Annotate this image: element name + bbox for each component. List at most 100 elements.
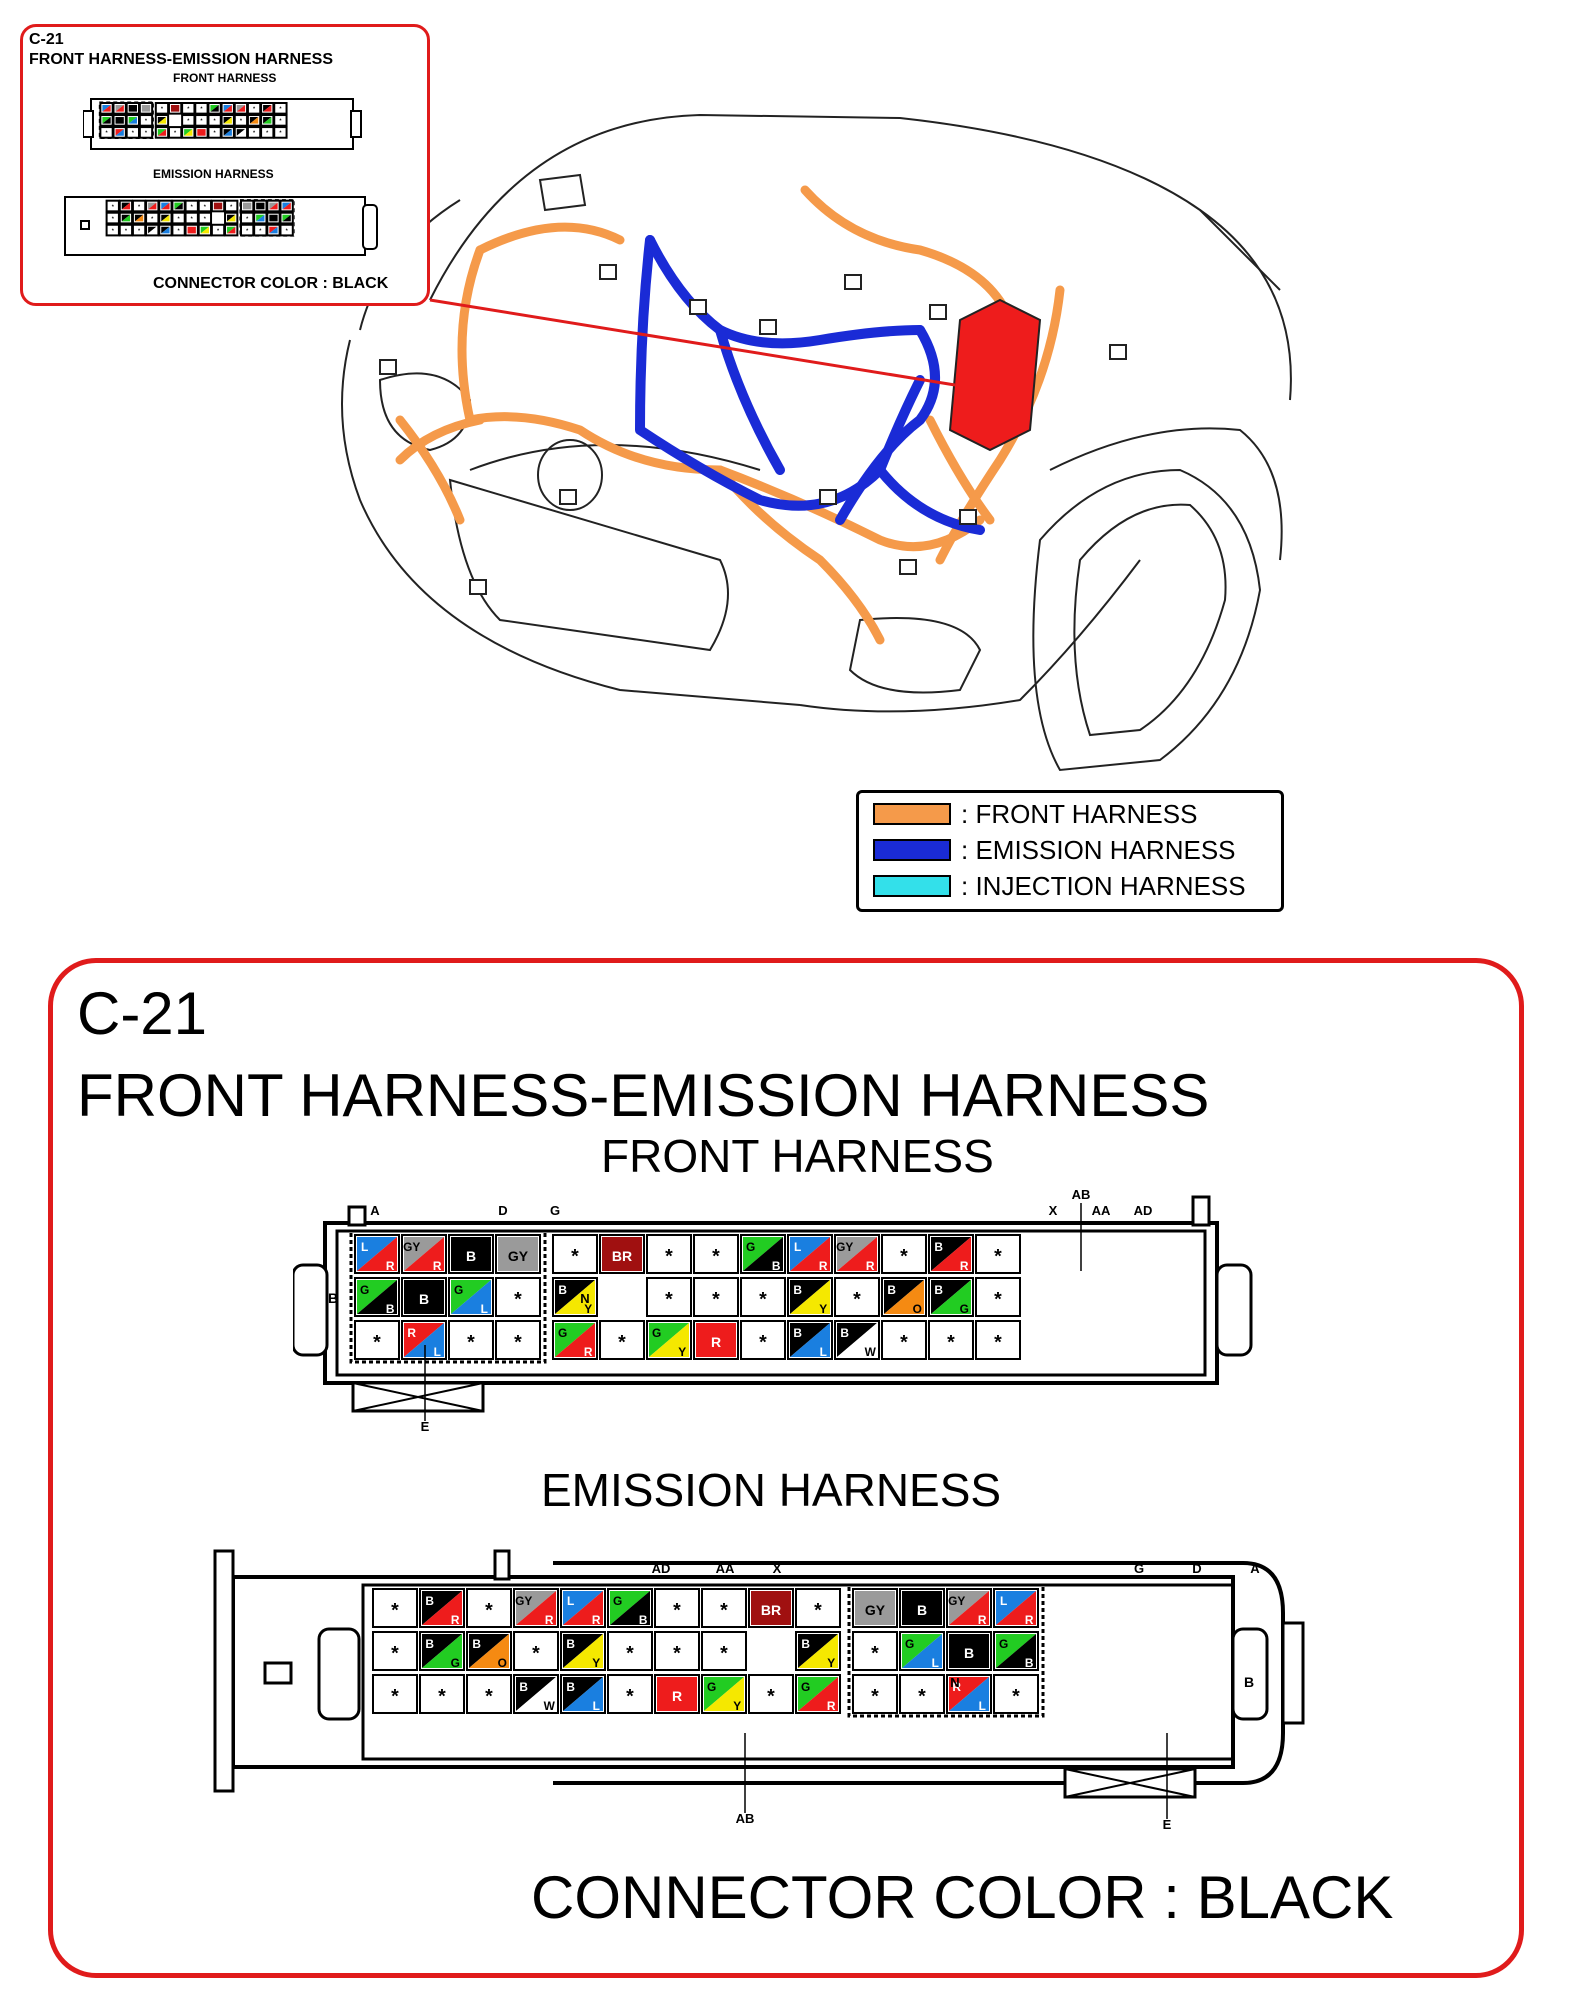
terminal-cell: *: [279, 223, 294, 237]
thumb-connector-color: CONNECTOR COLOR : BLACK: [153, 275, 389, 292]
terminal-fill-stripe: [227, 226, 236, 234]
terminal-cell: *: [207, 126, 222, 139]
terminal-frame: [448, 1320, 494, 1360]
terminal-frame: [975, 1234, 1021, 1274]
terminal-frame: [279, 223, 294, 237]
pin-label-top: G: [1134, 1561, 1144, 1576]
terminal-fill-stripe: [563, 1634, 603, 1668]
terminal-cell: GYR: [834, 1234, 880, 1274]
terminal-cell: *: [105, 199, 120, 213]
terminal-cell: *: [181, 114, 196, 127]
terminal-fill: [498, 1237, 538, 1271]
terminal-cell: GR: [795, 1674, 841, 1714]
terminal-cell: [184, 223, 199, 237]
terminal-frame: [899, 1674, 945, 1714]
terminal-blank-mark: *: [200, 119, 203, 125]
terminal-cell: *: [184, 211, 199, 225]
terminal-cell: GY: [701, 1674, 747, 1714]
terminal-fill-primary: [200, 226, 210, 234]
terminal-fill-stripe: [161, 202, 170, 210]
terminal-fill-stripe: [115, 105, 124, 112]
terminal-cell: [233, 102, 249, 115]
terminal-blank-mark: *: [665, 1245, 673, 1267]
terminal-cell: GB: [607, 1588, 653, 1628]
terminal-fill-stripe: [422, 1634, 462, 1668]
terminal-cell: [220, 126, 235, 139]
terminal-fill-stripe: [743, 1237, 783, 1271]
terminal-frame: [273, 114, 288, 127]
terminal-cell: [118, 211, 134, 225]
terminal-blank-mark: *: [391, 1642, 399, 1664]
terminal-frame: [701, 1588, 747, 1628]
terminal-frame: [552, 1234, 598, 1274]
terminal-cell: [279, 199, 294, 213]
terminal-stripe-code: L: [979, 1699, 986, 1713]
terminal-fill-stripe: [516, 1677, 556, 1711]
terminal-fill-stripe: [282, 214, 291, 222]
terminal-stripe-code: G: [960, 1302, 969, 1316]
terminal-fill: [213, 202, 223, 210]
terminal-fill-stripe: [404, 1323, 444, 1357]
terminal-fill-primary: [161, 226, 170, 234]
lock-tab-cross-b: [1064, 1768, 1196, 1798]
terminal-frame: [607, 1631, 653, 1671]
terminal-fill: [128, 105, 137, 112]
terminal-cell: *: [654, 1588, 700, 1628]
terminal-fill: [269, 214, 278, 222]
legend-item-injection: : INJECTION HARNESS: [873, 871, 1246, 901]
pin-label-top: X: [773, 1561, 782, 1576]
terminal-cell: [266, 211, 281, 225]
housing-slot: [263, 1661, 293, 1685]
terminal-fill-stripe: [790, 1237, 830, 1271]
terminal-cell: *: [194, 102, 209, 115]
terminal-blank-mark: *: [918, 1685, 926, 1707]
terminal-blank-mark: *: [626, 1642, 634, 1664]
terminal-frame: [224, 223, 239, 237]
terminal-cell: BY: [552, 1277, 598, 1317]
thumb-front-label: FRONT HARNESS: [173, 71, 277, 85]
terminal-wire-code: B: [425, 1637, 434, 1651]
emission-harness-route: [635, 235, 985, 535]
terminal-cell: *: [354, 1320, 400, 1360]
terminal-fill-stripe: [148, 226, 157, 234]
legend-swatch-injection: [873, 875, 951, 897]
connector-inner-wall: [335, 1229, 1207, 1377]
terminal-frame: [740, 1277, 786, 1317]
terminal-fill-stripe: [128, 117, 137, 124]
legend-label-front: : FRONT HARNESS: [961, 798, 1198, 829]
detail-emission-label: EMISSION HARNESS: [541, 1464, 1002, 1516]
terminal-cell: *: [210, 223, 226, 237]
terminal-group-frame: [239, 199, 295, 237]
terminal-blank-mark: *: [132, 131, 135, 137]
terminal-fill-primary: [269, 202, 278, 210]
terminal-blank-mark: *: [105, 131, 108, 137]
terminal-blank-mark: *: [230, 204, 233, 210]
terminal-fill-stripe: [516, 1591, 556, 1625]
terminal-cell: *: [881, 1320, 927, 1360]
housing-pin-left: [347, 1205, 367, 1227]
terminal-fill-primary: [134, 214, 144, 222]
terminal-cell: [253, 211, 268, 225]
terminal-frame: [224, 211, 239, 225]
terminal-cell: *: [105, 211, 120, 225]
terminal-cell: BL: [560, 1674, 606, 1714]
terminal-cell: BY: [560, 1631, 606, 1671]
terminal-blank-mark: *: [900, 1245, 908, 1267]
terminal-cell: [118, 199, 134, 213]
terminal-stripe-code: R: [451, 1613, 460, 1627]
terminal-blank-mark: *: [217, 228, 220, 234]
housing-left-rail: [213, 1549, 235, 1793]
legend-swatch-emission: [873, 839, 951, 861]
terminal-fill-stripe: [357, 1237, 397, 1271]
terminal-wire-code: G: [746, 1240, 755, 1254]
terminal-blank-mark: *: [485, 1685, 493, 1707]
pin-label-top: AB: [1072, 1187, 1091, 1202]
terminal-cell: BY: [787, 1277, 833, 1317]
terminal-blank-mark: *: [994, 1245, 1002, 1267]
terminal-fill: [197, 129, 206, 136]
terminal-wire-code: B: [887, 1283, 896, 1297]
pin-label-top: G: [550, 1203, 560, 1218]
pin-label-top: A: [370, 1203, 380, 1218]
terminal-blank-mark: *: [514, 1331, 522, 1353]
terminal-cell: [246, 114, 262, 127]
